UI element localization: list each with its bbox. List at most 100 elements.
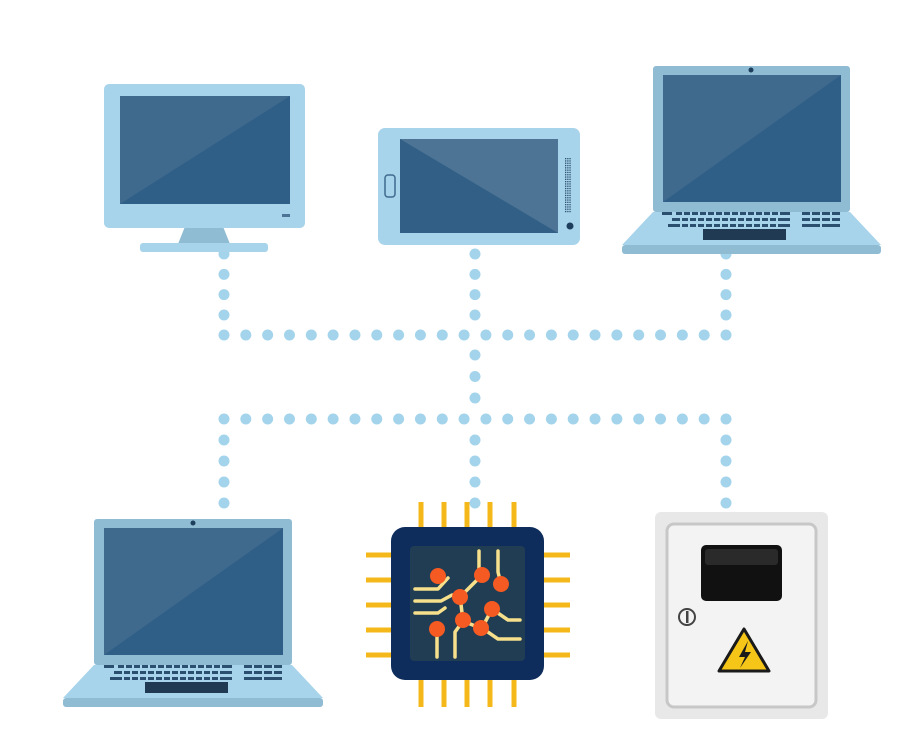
keyboard-key — [772, 212, 778, 215]
keyboard-key — [714, 224, 720, 227]
keyboard-key — [190, 665, 196, 668]
chip-pin — [464, 680, 470, 707]
connector-dot-top-bus — [327, 329, 339, 341]
connector-dot-bottom-bus — [567, 413, 579, 425]
keyboard-key — [156, 671, 162, 674]
connector-dot-top-bus — [611, 329, 623, 341]
connector-dot-bottom-bus — [458, 413, 470, 425]
connector-dot-bottom-bus — [655, 413, 667, 425]
speaker-hole — [565, 197, 567, 199]
speaker-hole — [567, 192, 569, 194]
connector-dot-desktop — [218, 289, 230, 301]
connector-dot-top-bus — [524, 329, 536, 341]
speaker-hole — [569, 192, 571, 194]
chip-pin — [366, 602, 393, 608]
keyboard-key — [158, 665, 164, 668]
chip-pin — [441, 680, 447, 707]
keyboard-key — [738, 218, 744, 221]
speaker-hole — [569, 160, 571, 162]
connector-dot-trunk — [469, 392, 481, 404]
laptop-icon — [622, 66, 881, 254]
speaker-hole — [567, 190, 569, 192]
keyboard-key — [126, 665, 132, 668]
connector-dot-top-bus — [720, 329, 732, 341]
speaker-hole — [565, 176, 567, 178]
chip-pin — [511, 680, 517, 707]
keyboard-key — [180, 677, 186, 680]
connector-dot-top-bus — [655, 329, 667, 341]
speaker-hole — [565, 192, 567, 194]
speaker-hole — [569, 208, 571, 210]
keyboard-key — [104, 665, 114, 668]
keyboard-key — [114, 671, 122, 674]
speaker-hole — [565, 178, 567, 180]
connector-dot-tablet — [469, 309, 481, 321]
speaker-hole — [569, 210, 571, 213]
speaker-hole — [567, 201, 569, 203]
keyboard-key — [196, 677, 202, 680]
chip-pin — [418, 680, 424, 707]
speaker-hole — [565, 158, 567, 160]
keyboard-key — [732, 212, 738, 215]
speaker-hole — [567, 194, 569, 197]
connector-dot-laptop — [720, 268, 732, 280]
keyboard-key — [822, 218, 830, 221]
keyboard-key — [188, 677, 194, 680]
keyboard-key — [220, 677, 232, 680]
speaker-hole — [569, 162, 571, 164]
speaker-hole — [567, 164, 569, 167]
connector-dot-bottom-bus — [436, 413, 448, 425]
speaker-hole — [567, 210, 569, 213]
chip-pin — [487, 502, 493, 529]
speaker-hole — [565, 187, 567, 190]
keyboard-key — [832, 212, 840, 215]
keyboard-key — [148, 677, 154, 680]
speaker-hole — [567, 160, 569, 162]
keyboard-key — [132, 671, 138, 674]
keyboard-key — [244, 677, 262, 680]
speaker-hole — [569, 181, 571, 183]
chip-pin — [543, 552, 570, 558]
chip-pin — [511, 502, 517, 529]
keyboard-key — [722, 224, 728, 227]
keyboard-key — [706, 218, 712, 221]
connector-dot-top-bus — [305, 329, 317, 341]
speaker-hole — [567, 176, 569, 178]
chip-pin — [366, 652, 393, 658]
speaker-hole — [567, 206, 569, 208]
speaker-hole — [569, 164, 571, 167]
keyboard-key — [690, 224, 696, 227]
keyboard-key — [148, 671, 154, 674]
connector-dot-bottom-bus — [218, 413, 230, 425]
connector-dot-top-bus — [589, 329, 601, 341]
keyboard-key — [150, 665, 156, 668]
speaker-hole — [565, 183, 567, 185]
keyboard-key — [274, 671, 282, 674]
speaker-hole — [569, 194, 571, 197]
connector-dot-chip — [469, 497, 481, 509]
speaker-hole — [567, 185, 569, 187]
keyboard-key — [204, 677, 210, 680]
connector-dot-bottom-bus — [327, 413, 339, 425]
keyboard-key — [724, 212, 730, 215]
speaker-hole — [569, 169, 571, 171]
keyboard-key — [668, 224, 680, 227]
keyboard-key — [822, 212, 830, 215]
speaker-hole — [565, 181, 567, 183]
connector-dot-bottom-bus — [698, 413, 710, 425]
keyboard-key — [714, 218, 720, 221]
keyboard-key — [164, 671, 170, 674]
keyboard-key — [682, 218, 688, 221]
keyboard-key — [254, 671, 262, 674]
keyboard-key — [770, 224, 776, 227]
connector-dot-bottom-bus — [611, 413, 623, 425]
high-voltage-icon — [717, 627, 771, 673]
speaker-hole — [569, 167, 571, 169]
keyboard-key — [676, 212, 682, 215]
keyboard-key — [754, 224, 760, 227]
connector-dot-top-bus — [393, 329, 405, 341]
connector-dot-bottom-bus — [305, 413, 317, 425]
speaker-hole — [569, 174, 571, 176]
connector-dot-bottom-bus — [676, 413, 688, 425]
speaker-hole — [567, 158, 569, 160]
